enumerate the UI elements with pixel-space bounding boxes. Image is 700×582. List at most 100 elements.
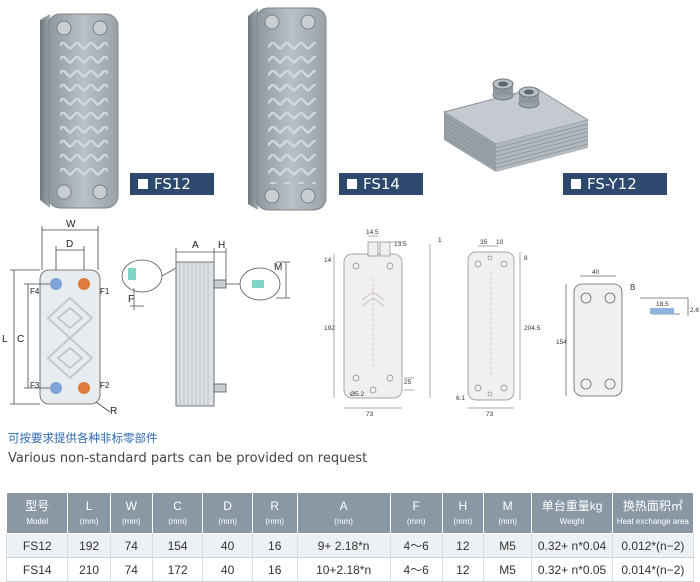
label-h: H xyxy=(218,240,225,251)
col-header-d: D(mm) xyxy=(202,492,253,534)
table-cell: M5 xyxy=(482,557,533,582)
table-cell: 4～6 xyxy=(389,557,443,582)
table-cell: 16 xyxy=(251,557,298,582)
square-bullet-icon xyxy=(138,179,148,189)
dim-73a: 73 xyxy=(366,411,374,418)
col-header-a: A(mm) xyxy=(296,492,391,534)
table-cell: 74 xyxy=(109,533,153,558)
fs12-plate-drawing xyxy=(333,235,431,409)
product-label-fs12: FS12 xyxy=(130,173,214,195)
table-cell: 40 xyxy=(202,533,253,558)
note-english: Various non-standard parts can be provid… xyxy=(8,451,368,466)
label-f: F xyxy=(128,294,134,305)
label-w: W xyxy=(66,219,76,230)
col-header-w: W(mm) xyxy=(109,492,153,534)
col-header-m: M(mm) xyxy=(482,492,533,534)
table-cell: 74 xyxy=(109,557,153,582)
product-name: FS-Y12 xyxy=(587,175,637,193)
label-d: D xyxy=(66,239,73,250)
fs14-photo xyxy=(248,7,327,211)
product-label-fs14: FS14 xyxy=(339,173,423,195)
table-cell: 0.32+ n*0.04 xyxy=(531,533,613,558)
square-bullet-icon xyxy=(347,179,357,189)
dim-204-5: 204.5 xyxy=(524,325,541,332)
label-f1: F1 xyxy=(100,287,110,296)
table-cell: 10+2.18*n xyxy=(296,557,391,582)
table-cell: 172 xyxy=(151,557,204,582)
dim-2-6: 2.6 xyxy=(690,307,699,314)
table-cell: 16 xyxy=(251,533,298,558)
table-cell: 154 xyxy=(151,533,204,558)
port-f2-icon xyxy=(78,382,90,394)
table-row: FS12 192 74 154 40 16 9+ 2.18*n 4～6 12 M… xyxy=(5,533,695,558)
table-cell: 4～6 xyxy=(389,533,443,558)
product-label-fs-y12: FS-Y12 xyxy=(563,173,667,195)
label-f3: F3 xyxy=(30,381,40,390)
table-cell: 0.32+ n*0.05 xyxy=(531,557,613,582)
table-cell: 210 xyxy=(67,557,111,582)
table-cell: M5 xyxy=(482,533,533,558)
col-header-f: F(mm) xyxy=(389,492,443,534)
product-name: FS12 xyxy=(154,175,191,193)
dim-154: 154 xyxy=(556,339,567,346)
fs14-plate-dims: 35 10 8 204.5 6.1 73 xyxy=(456,239,541,418)
col-header-h: H(mm) xyxy=(441,492,484,534)
square-bullet-icon xyxy=(571,179,581,189)
port-f4-icon xyxy=(50,278,62,290)
product-name: FS14 xyxy=(363,175,400,193)
product-photos xyxy=(40,7,590,211)
label-r: R xyxy=(110,406,117,417)
table-cell: 9+ 2.18*n xyxy=(296,533,391,558)
port-f1-icon xyxy=(78,278,90,290)
label-f4: F4 xyxy=(30,287,40,296)
dim-35: 35 xyxy=(480,239,488,246)
note-chinese: 可按要求提供各种非标零部件 xyxy=(8,431,158,445)
table-cell: 0.014*(n−2) xyxy=(611,557,695,582)
port-f3-icon xyxy=(50,382,62,394)
table-cell: 12 xyxy=(441,557,484,582)
technical-drawings: W D L C F4 F1 F3 F2 R xyxy=(2,219,699,418)
dim-40: 40 xyxy=(592,269,600,276)
col-header-c: C(mm) xyxy=(151,492,204,534)
table-cell: FS12 xyxy=(5,533,69,558)
table-cell: 192 xyxy=(67,533,111,558)
table-cell: 0.012*(n−2) xyxy=(611,533,695,558)
table-row: FS14 210 74 172 40 16 10+2.18*n 4～6 12 M… xyxy=(5,557,695,582)
dim-13-5: 13.5 xyxy=(394,241,407,248)
side-view-labels: A H M F xyxy=(128,240,282,305)
fs-y12-plate-dims: 40 154 18.5 2.6 B xyxy=(556,269,699,346)
label-l: L xyxy=(2,334,8,345)
dim-73b: 73 xyxy=(486,411,494,418)
col-header-r: R(mm) xyxy=(251,492,298,534)
dim-1: 1 xyxy=(438,237,442,244)
dim-192: 192 xyxy=(324,325,335,332)
label-f2: F2 xyxy=(100,381,110,390)
table-cell: FS14 xyxy=(5,557,69,582)
fs12-plate-dims: 14.5 13.5 1 14 192 25 Ø5.2 73 xyxy=(324,229,442,418)
fs14-plate-drawing xyxy=(467,245,521,409)
gasket-highlight xyxy=(650,308,674,314)
dim-8: 8 xyxy=(524,255,528,262)
label-c: C xyxy=(17,334,24,345)
front-view-labels: W D L C F4 F1 F3 F2 R xyxy=(2,219,117,417)
label-m: M xyxy=(274,262,282,273)
table-cell: 12 xyxy=(441,533,484,558)
dim-14-5: 14.5 xyxy=(366,229,379,236)
dim-18-5: 18.5 xyxy=(656,301,669,308)
dim-25: 25 xyxy=(404,379,412,386)
detail-highlight xyxy=(128,268,264,288)
dim-5-2: Ø5.2 xyxy=(350,391,364,398)
col-header-l: L(mm) xyxy=(67,492,111,534)
front-view-drawing xyxy=(10,226,111,413)
side-view-drawing xyxy=(121,248,290,407)
fs12-photo xyxy=(40,13,119,209)
table-cell: 40 xyxy=(202,557,253,582)
dim-14: 14 xyxy=(324,257,332,264)
label-a: A xyxy=(192,240,199,251)
label-b: B xyxy=(630,283,635,292)
